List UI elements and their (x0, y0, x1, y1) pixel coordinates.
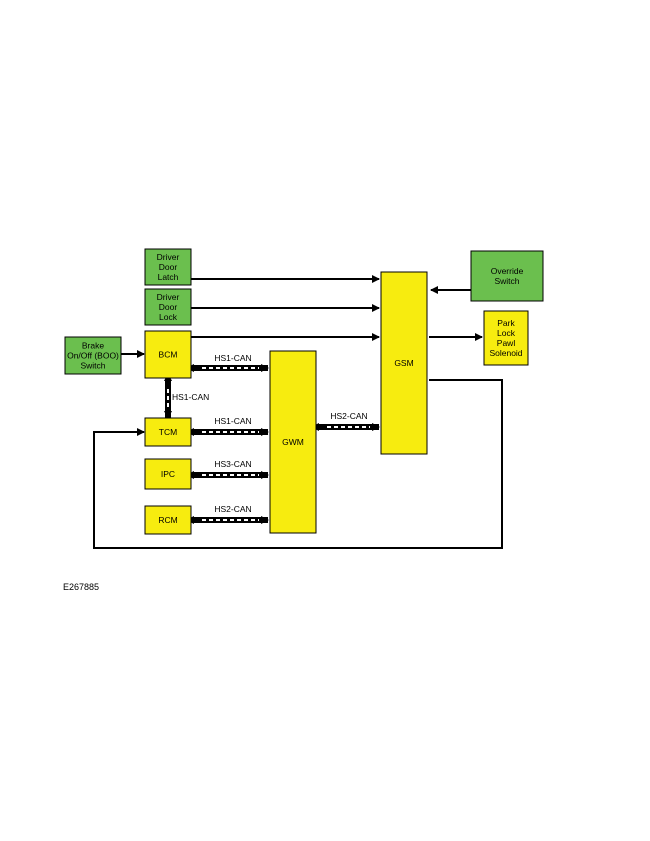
driver-door-latch-label-line-1: Driver (157, 252, 180, 262)
figure-reference: E267885 (63, 582, 100, 592)
driver-door-latch-label-line-2: Door (159, 262, 178, 272)
tcm-box: TCM (144, 417, 192, 447)
override-switch-label-line-1: Override (491, 266, 524, 276)
driver-door-lock-label-line-3: Lock (159, 312, 178, 322)
rcm-box: RCM (144, 505, 192, 535)
signal-wires (93, 275, 503, 549)
bcm-box: BCM (144, 330, 192, 379)
bus-label-bcm-tcm: HS1-CAN (172, 392, 209, 402)
brake-switch-label-line-3: Switch (80, 360, 105, 370)
bcm-label-line-1: BCM (159, 349, 178, 359)
ipc-box: IPC (144, 458, 192, 490)
gwm-box: GWM (269, 350, 317, 534)
park-lock-label-line-4: Solenoid (489, 348, 522, 358)
gsm-label-line-1: GSM (394, 358, 413, 368)
driver-door-lock-label-line-2: Door (159, 302, 178, 312)
ipc-label-line-1: IPC (161, 469, 175, 479)
brake-switch-label-line-1: Brake (82, 340, 104, 350)
bus-label-ipc-gwm: HS3-CAN (214, 459, 251, 469)
park-lock-label-line-1: Park (497, 318, 515, 328)
gwm-label-line-1: GWM (282, 437, 304, 447)
can-buses (164, 364, 380, 524)
tcm-label-line-1: TCM (159, 427, 177, 437)
rcm-label-line-1: RCM (158, 515, 177, 525)
driver-door-latch-label-line-3: Latch (158, 272, 179, 282)
override-switch-label-line-2: Switch (494, 276, 519, 286)
park-lock-label-line-2: Lock (497, 328, 516, 338)
driver-door-lock-label-line-1: Driver (157, 292, 180, 302)
bus-label-gwm-gsm: HS2-CAN (330, 411, 367, 421)
brake-switch-label-line-2: On/Off (BOO) (67, 350, 119, 360)
wire-gsm-to-tcm-loop (93, 379, 503, 549)
bus-label-bcm-gwm: HS1-CAN (214, 353, 251, 363)
park-lock-label-line-3: Pawl (497, 338, 516, 348)
bus-label-tcm-gwm: HS1-CAN (214, 416, 251, 426)
gsm-box: GSM (380, 271, 428, 455)
bus-label-rcm-gwm: HS2-CAN (214, 504, 251, 514)
